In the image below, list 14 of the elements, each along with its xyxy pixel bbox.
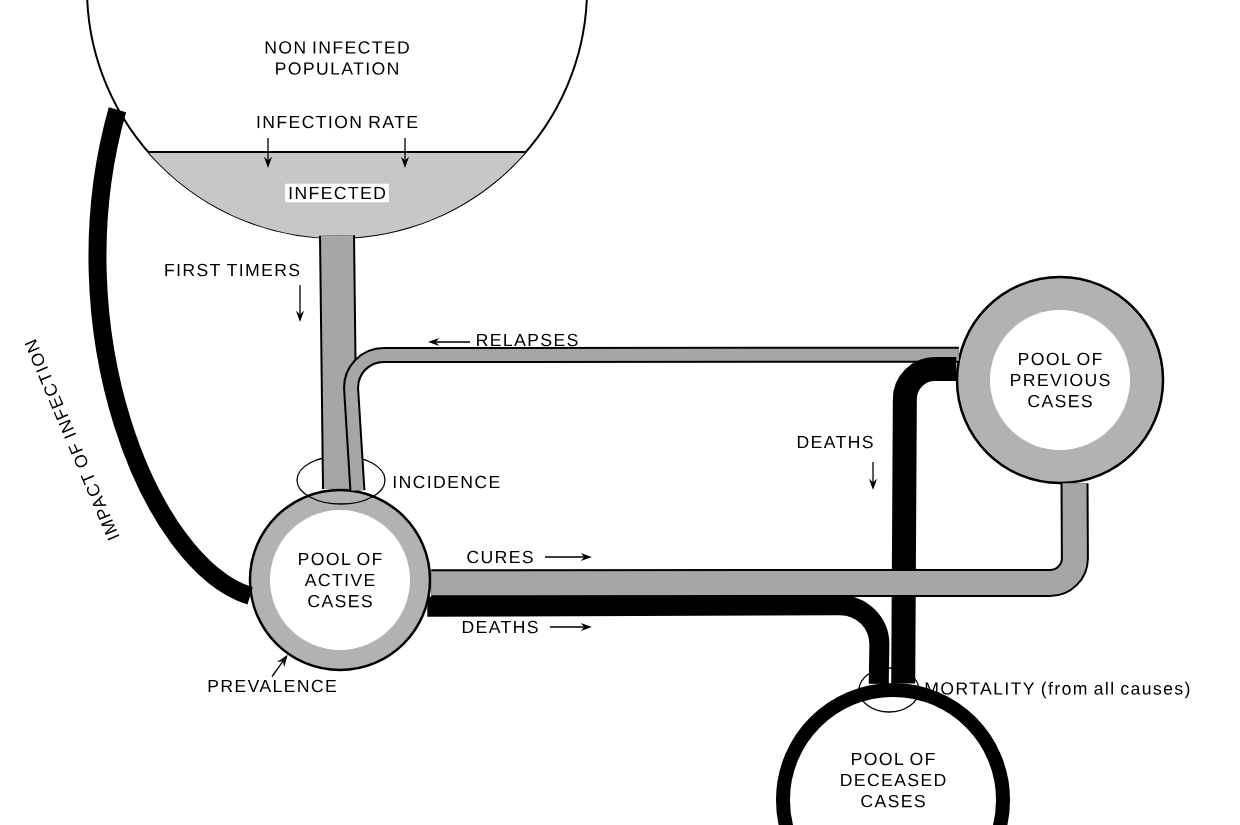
edge-label: RELAPSES (477, 333, 578, 347)
edge-label: DEATHS (797, 435, 873, 449)
infected-segment: INFECTED (147, 151, 527, 238)
flow-band (88, 107, 254, 604)
flow-pipe (431, 483, 1089, 598)
flow-pipe (319, 235, 358, 489)
flow-pipe (343, 346, 959, 491)
annotation-label: INFECTION RATE (257, 115, 418, 129)
flow-band (427, 595, 890, 684)
prevalence-label: PREVALENCE (208, 679, 336, 693)
edge-label: CURES (467, 550, 533, 564)
flow-band (891, 357, 957, 684)
edge-label: DEATHS (462, 620, 538, 634)
edge-label: FIRST TIMERS (165, 263, 300, 277)
